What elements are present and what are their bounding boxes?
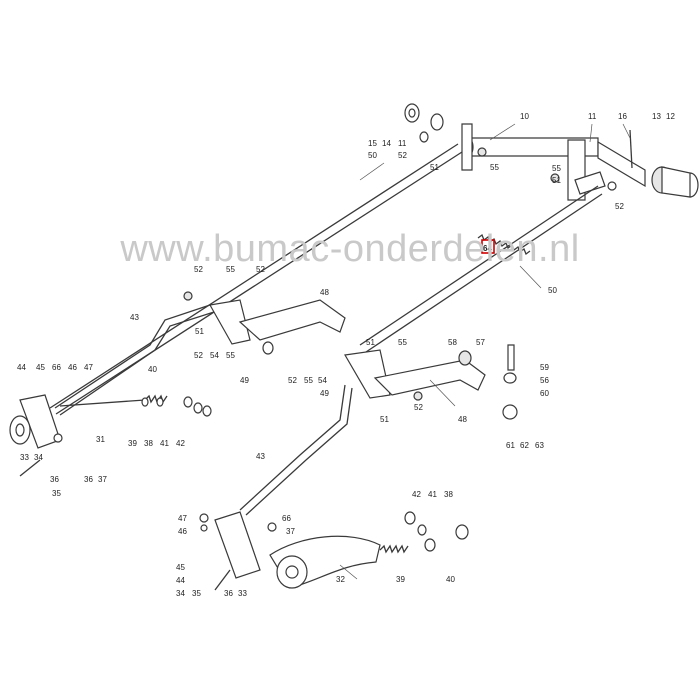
part-label-36: 36 [84, 475, 93, 484]
part-label-56: 56 [540, 376, 549, 385]
lower-left-assembly [9, 394, 212, 477]
part-label-49: 49 [240, 376, 249, 385]
part-label-55: 55 [552, 164, 561, 173]
part-number-labels: 10 11 16 13 12 15 14 11 52 50 51 55 55 51 52 64 50 52 55 52… [17, 112, 675, 598]
part-label-54: 54 [318, 376, 327, 385]
part-label-60: 60 [540, 389, 549, 398]
part-label-49: 49 [320, 389, 329, 398]
part-label-41: 41 [160, 439, 169, 448]
part-label-36: 36 [224, 589, 233, 598]
part-label-34: 34 [176, 589, 185, 598]
part-label-52: 52 [414, 403, 423, 412]
part-label-44: 44 [176, 576, 185, 585]
part-label-37: 37 [286, 527, 295, 536]
part-label-47: 47 [84, 363, 93, 372]
part-label-55: 55 [490, 163, 499, 172]
part-label-52: 52 [398, 151, 407, 160]
rod-50-right [359, 185, 599, 346]
part-label-15: 15 [368, 139, 377, 148]
part-label-32: 32 [336, 575, 345, 584]
part-label-39: 39 [128, 439, 137, 448]
part-label-33: 33 [20, 453, 29, 462]
part-label-57: 57 [476, 338, 485, 347]
mid-right-assembly [239, 344, 518, 516]
part-label-46: 46 [68, 363, 77, 372]
part-label-45: 45 [176, 563, 185, 572]
part-label-11: 11 [588, 112, 597, 121]
washers-top [404, 103, 617, 191]
part-label-39: 39 [396, 575, 405, 584]
part-label-48: 48 [320, 288, 329, 297]
part-label-54: 54 [210, 351, 219, 360]
part-label-66: 66 [52, 363, 61, 372]
part-label-55: 55 [226, 351, 235, 360]
part-label-58: 58 [448, 338, 457, 347]
part-label-51: 51 [380, 415, 389, 424]
part-label-62: 62 [520, 441, 529, 450]
part-label-48: 48 [458, 415, 467, 424]
part-label-14: 14 [382, 139, 391, 148]
part-label-51: 51 [552, 176, 561, 185]
part-label-11: 11 [398, 139, 407, 148]
part-label-55: 55 [398, 338, 407, 347]
part-label-64: 64 [483, 244, 492, 253]
part-label-55: 55 [226, 265, 235, 274]
part-label-52: 52 [256, 265, 265, 274]
spring-64 [477, 233, 531, 256]
part-label-55: 55 [304, 376, 313, 385]
part-label-43: 43 [130, 313, 139, 322]
part-label-10: 10 [520, 112, 529, 121]
part-label-12: 12 [666, 112, 675, 121]
part-label-61: 61 [506, 441, 515, 450]
part-label-33: 33 [238, 589, 247, 598]
part-label-16: 16 [618, 112, 627, 121]
part-label-51: 51 [195, 327, 204, 336]
part-label-37: 37 [98, 475, 107, 484]
part-label-42: 42 [412, 490, 421, 499]
part-label-38: 38 [444, 490, 453, 499]
part-label-47: 47 [178, 514, 187, 523]
leader-lines [339, 123, 631, 580]
part-label-35: 35 [52, 489, 61, 498]
part-label-50: 50 [548, 286, 557, 295]
part-label-52: 52 [615, 202, 624, 211]
part-label-50: 50 [368, 151, 377, 160]
part-label-38: 38 [144, 439, 153, 448]
part-label-42: 42 [176, 439, 185, 448]
part-label-46: 46 [178, 527, 187, 536]
part-label-41: 41 [428, 490, 437, 499]
part-label-40: 40 [446, 575, 455, 584]
part-label-36: 36 [50, 475, 59, 484]
part-label-40: 40 [148, 365, 157, 374]
part-label-52: 52 [194, 265, 203, 274]
highlight-box-64 [481, 239, 495, 254]
part-label-35: 35 [192, 589, 201, 598]
part-label-13: 13 [652, 112, 661, 121]
rod-50-left [49, 143, 459, 409]
part-label-52: 52 [288, 376, 297, 385]
mid-left-assembly [54, 291, 346, 416]
part-label-45: 45 [36, 363, 45, 372]
part-label-51: 51 [430, 163, 439, 172]
part-label-31: 31 [96, 435, 105, 444]
part-label-52: 52 [194, 351, 203, 360]
part-label-34: 34 [34, 453, 43, 462]
part-label-43: 43 [256, 452, 265, 461]
part-label-59: 59 [540, 363, 549, 372]
part-label-66: 66 [282, 514, 291, 523]
part-label-44: 44 [17, 363, 26, 372]
main-axle [461, 123, 699, 201]
lower-center-assembly [199, 511, 469, 591]
watermark-text: www.bumac-onderdelen.nl [120, 228, 580, 270]
part-label-63: 63 [535, 441, 544, 450]
part-label-51: 51 [366, 338, 375, 347]
